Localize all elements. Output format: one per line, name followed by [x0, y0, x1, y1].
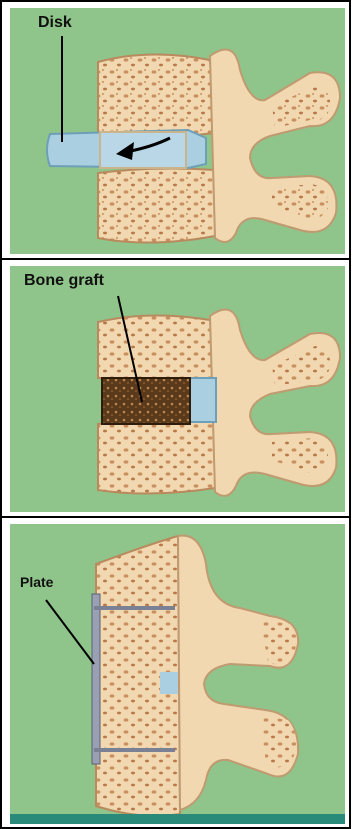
panel-bone-graft: Bone graft [0, 258, 351, 518]
plate [92, 594, 100, 764]
panel-disk: Disk [0, 0, 351, 260]
plate-illustration [10, 524, 345, 824]
disk-removal-window [100, 132, 186, 168]
bone-graft-label: Bone graft [24, 272, 104, 290]
disk-illustration [10, 8, 345, 254]
lower-vertebra [98, 169, 215, 243]
panel-plate: Plate [0, 516, 351, 829]
upper-vertebra [98, 54, 215, 136]
plate-label: Plate [20, 574, 53, 590]
disk-label: Disk [38, 14, 72, 32]
graft-block [102, 378, 190, 424]
bone-graft-illustration [10, 266, 345, 512]
